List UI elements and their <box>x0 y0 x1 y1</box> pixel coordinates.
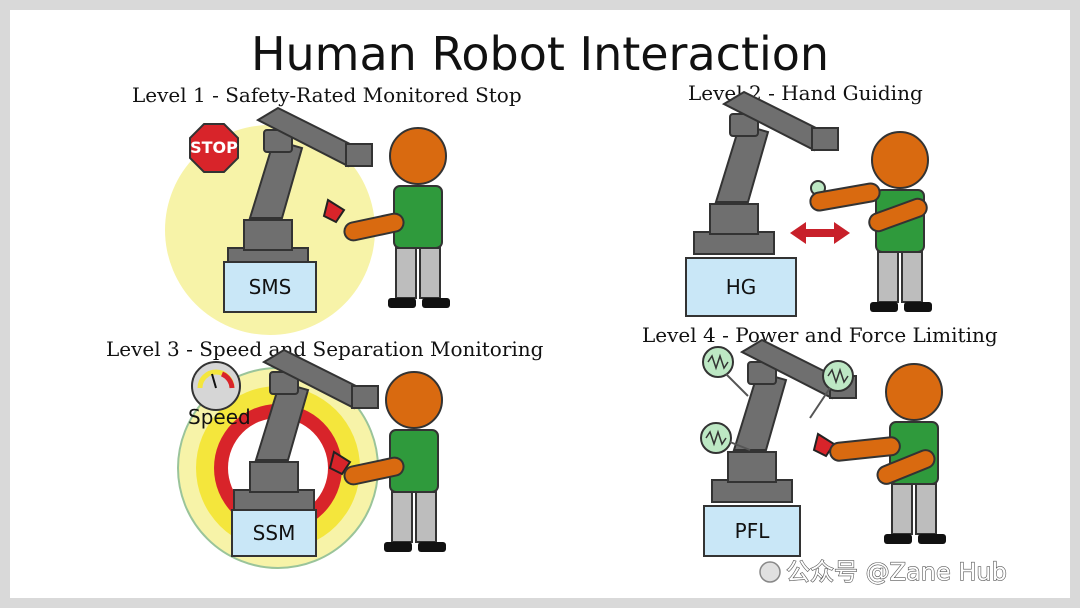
person-arm-2 <box>876 449 936 485</box>
stop-sign-icon: STOP <box>189 123 239 173</box>
hg-box-label: HG <box>726 275 757 299</box>
panel-level-2: Level 2 - Hand Guiding HG <box>685 81 933 317</box>
hg-box <box>685 257 797 317</box>
panel-level-4: Level 4 - Power and Force Limiting PFL <box>642 323 998 557</box>
wechat-icon <box>759 561 781 583</box>
diagram-svg: Human Robot Interaction Level 1 - Safety… <box>106 27 1007 587</box>
sms-box <box>223 261 317 313</box>
gripper-icon <box>812 432 836 458</box>
person-arm <box>343 212 405 242</box>
force-sensor-icon <box>809 360 854 419</box>
double-arrow-icon <box>790 222 850 244</box>
level-4-heading: Level 4 - Power and Force Limiting <box>642 323 998 347</box>
panel-level-1: Level 1 - Safety-Rated Monitored Stop ST… <box>132 83 522 335</box>
gripper-icon <box>328 450 352 476</box>
speed-label: Speed <box>188 405 251 429</box>
person-arm-2 <box>868 197 928 233</box>
page-title: Human Robot Interaction <box>251 27 829 81</box>
speedometer-icon <box>191 361 241 411</box>
watermark: 公众号 @Zane Hub <box>759 557 1007 587</box>
watermark-text: 公众号 @Zane Hub <box>786 558 1007 586</box>
panel-level-3: Level 3 - Speed and Separation Monitorin… <box>106 337 544 569</box>
pfl-box-label: PFL <box>735 519 771 543</box>
level-2-heading: Level 2 - Hand Guiding <box>688 81 923 105</box>
level-3-heading: Level 3 - Speed and Separation Monitorin… <box>106 337 544 361</box>
person-arm <box>343 456 405 486</box>
person-arm <box>829 436 901 462</box>
ssm-box-label: SSM <box>253 521 296 545</box>
force-sensor-icon <box>702 346 749 397</box>
pfl-box <box>703 505 801 557</box>
stop-sign-text: STOP <box>190 138 238 157</box>
sms-box-label: SMS <box>249 275 292 299</box>
force-sensor-icon <box>700 422 751 454</box>
level-1-heading: Level 1 - Safety-Rated Monitored Stop <box>132 83 522 107</box>
person-arm <box>809 182 881 212</box>
ssm-box <box>231 509 317 557</box>
gripper-icon <box>322 198 346 224</box>
diagram-canvas: Human Robot Interaction Level 1 - Safety… <box>10 10 1070 598</box>
